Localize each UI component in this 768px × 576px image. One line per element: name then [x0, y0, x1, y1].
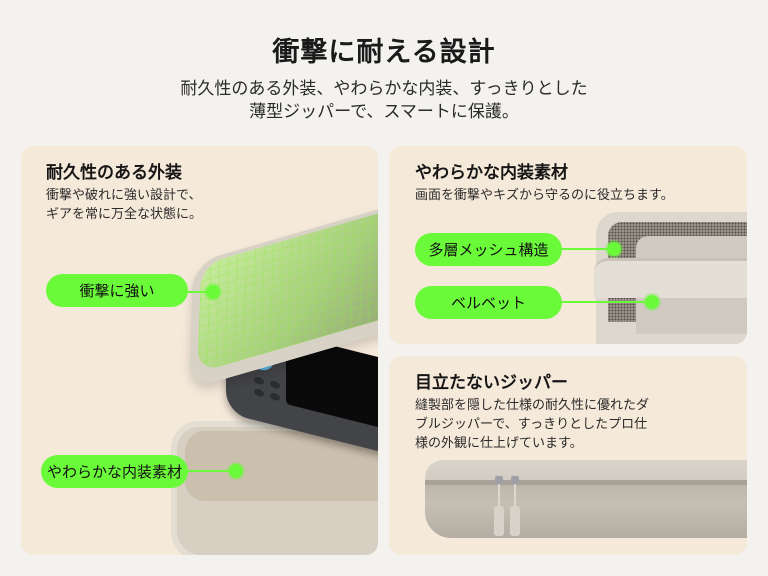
callout-leader-line [186, 291, 208, 293]
callout-velvet: ベルベット [415, 286, 562, 319]
card-title: 目立たないジッパー [415, 373, 568, 393]
card-title: やわらかな内装素材 [415, 163, 568, 183]
callout-impact-resistant: 衝撃に強い [46, 274, 188, 307]
callout-multilayer-mesh: 多層メッシュ構造 [415, 233, 562, 266]
callout-dot-icon [607, 242, 621, 256]
console-button [270, 392, 280, 402]
console-button [254, 388, 264, 398]
case-bottom-edge [594, 258, 747, 298]
page-subtitle: 耐久性のある外装、やわらかな内装、すっきりとした 薄型ジッパーで、スマートに保護… [0, 78, 768, 124]
console-button [254, 376, 264, 386]
callout-dot-icon [645, 295, 659, 309]
console-button [270, 380, 280, 390]
card-description: 縫製部を隠した仕様の耐久性に優れたダ ブルジッパーで、すっきりとしたプロ仕 様の… [415, 396, 649, 453]
card-soft-interior: やわらかな内装素材 画面を衝撃やキズから守るのに役立ちます。 多層メッシュ構造 … [389, 146, 747, 344]
card-title: 耐久性のある外装 [46, 163, 182, 183]
zipper-case-illustration [425, 460, 747, 538]
callout-leader-line [560, 248, 608, 250]
card-description: 衝撃や破れに強い設計で、 ギアを常に万全な状態に。 [46, 186, 202, 224]
subtitle-line-1: 耐久性のある外装、やわらかな内装、すっきりとした [180, 79, 588, 99]
callout-soft-interior: やわらかな内装素材 [41, 455, 188, 488]
desc-line: ギアを常に万全な状態に。 [46, 207, 203, 222]
zipper-track [425, 480, 747, 485]
callout-leader-line [186, 470, 231, 472]
desc-line: 縫製部を隠した仕様の耐久性に優れたダ [415, 398, 650, 413]
callout-dot-icon [206, 285, 220, 299]
subtitle-line-2: 薄型ジッパーで、スマートに保護。 [249, 102, 519, 122]
callout-dot-icon [229, 464, 243, 478]
zipper-pull-icon [494, 476, 504, 536]
card-hidden-zipper: 目立たないジッパー 縫製部を隠した仕様の耐久性に優れたダ ブルジッパーで、すっき… [389, 356, 747, 555]
desc-line: 様の外観に仕上げています。 [415, 436, 583, 451]
case-lid-shell [197, 191, 378, 373]
card-durable-exterior: 耐久性のある外装 衝撃や破れに強い設計で、 ギアを常に万全な状態に。 衝撃に強い… [21, 146, 378, 555]
desc-line: 衝撃や破れに強い設計で、 [46, 188, 202, 203]
page-title: 衝撃に耐える設計 [272, 37, 496, 68]
card-description: 画面を衝撃やキズから守るのに役立ちます。 [415, 188, 674, 203]
callout-leader-line [560, 301, 646, 303]
desc-line: ブルジッパーで、すっきりとしたプロ仕 [415, 417, 648, 432]
zipper-pull-icon [510, 476, 520, 536]
